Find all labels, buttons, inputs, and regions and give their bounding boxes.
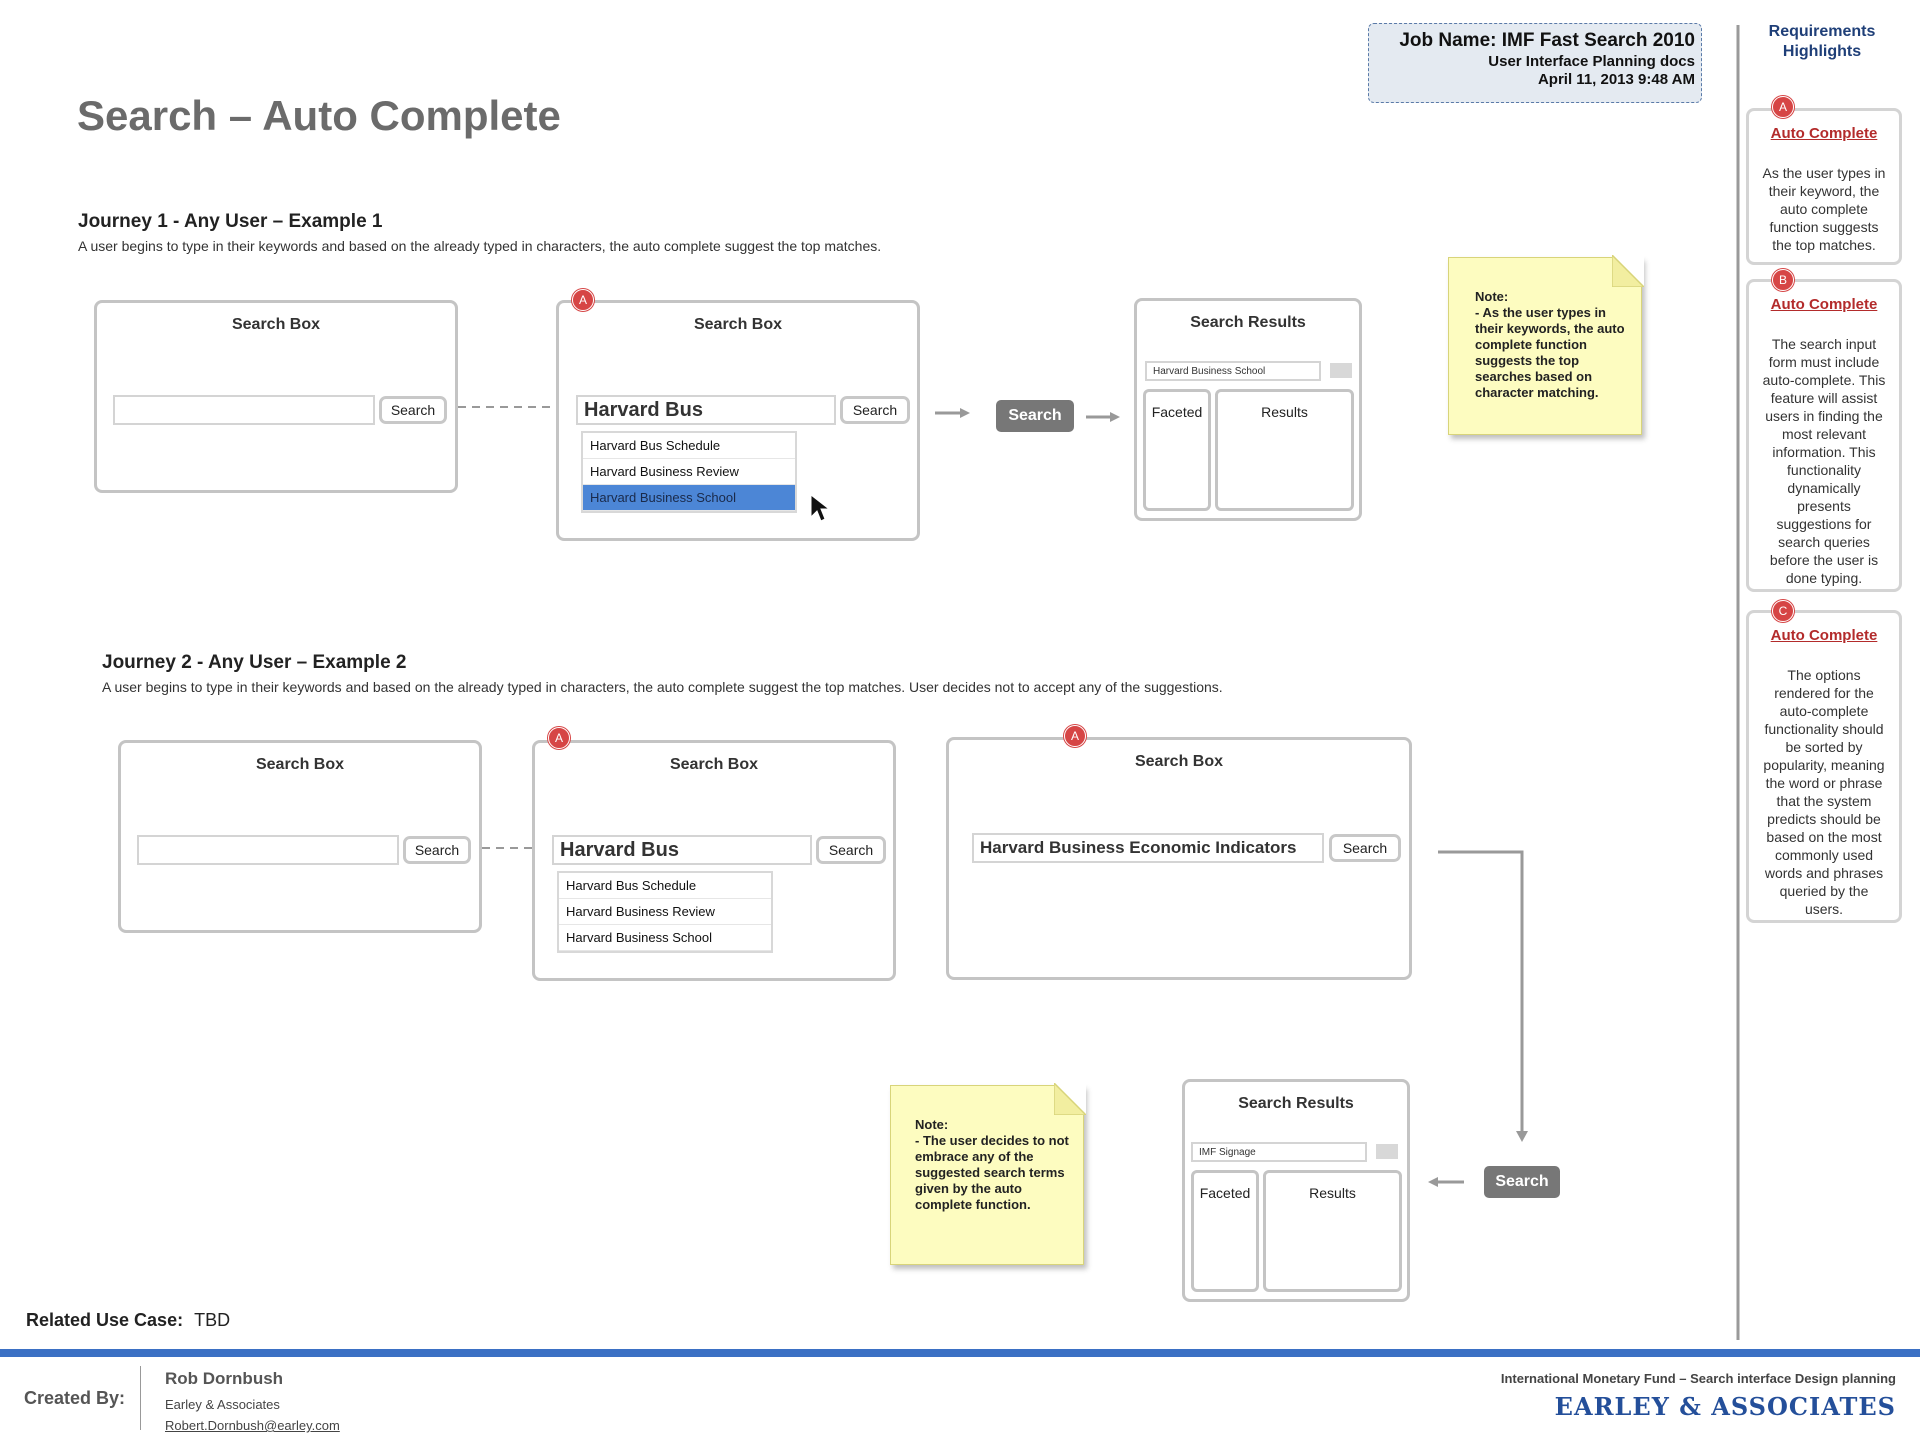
- journey2-description: A user begins to type in their keywords …: [102, 679, 1223, 695]
- created-by-label: Created By:: [24, 1388, 126, 1408]
- search-button[interactable]: Search: [379, 396, 447, 424]
- search-action-button[interactable]: Search: [1484, 1166, 1560, 1198]
- related-use-case-value: TBD: [194, 1310, 231, 1330]
- requirement-title[interactable]: Auto Complete: [1770, 627, 1878, 644]
- requirement-card-a: Auto Complete As the user types in their…: [1746, 108, 1902, 265]
- sticky-note: Note: - The user decides to not embrace …: [890, 1085, 1084, 1265]
- search-results-frame: Search Results Harvard Business School F…: [1134, 298, 1362, 521]
- footer-accent-bar: [0, 1349, 1920, 1357]
- suggestion-item[interactable]: Harvard Business Review: [583, 459, 795, 485]
- requirement-card-b: Auto Complete The search input form must…: [1746, 279, 1902, 592]
- search-button[interactable]: Search: [816, 836, 886, 864]
- faceted-panel: Faceted: [1143, 389, 1211, 511]
- project-name: International Monetary Fund – Search int…: [1500, 1371, 1896, 1386]
- search-input[interactable]: [113, 395, 375, 425]
- badge-c: C: [1772, 600, 1794, 622]
- footer-separator: [140, 1366, 141, 1430]
- requirement-body: The search input form must include auto-…: [1762, 336, 1886, 586]
- page-title: Search – Auto Complete: [77, 92, 561, 139]
- search-results-frame: Search Results IMF Signage Faceted Resul…: [1182, 1079, 1410, 1302]
- job-subtitle: User Interface Planning docs: [1488, 53, 1695, 70]
- job-name: Job Name: IMF Fast Search 2010: [1399, 30, 1695, 51]
- mouse-cursor-icon: [810, 493, 831, 522]
- note-fold-icon: [1054, 1083, 1086, 1115]
- requirement-title[interactable]: Auto Complete: [1770, 125, 1878, 142]
- elbow-connector: [1438, 850, 1524, 1135]
- related-use-case-label: Related Use Case:: [26, 1310, 184, 1330]
- arrow-head: [1428, 1177, 1438, 1187]
- company-logo: EARLEY & ASSOCIATES: [1554, 1392, 1896, 1421]
- badge-a: A: [1772, 96, 1794, 118]
- frame-title: Search Box: [1134, 753, 1224, 770]
- frame-title: Search Box: [255, 756, 345, 773]
- requirement-title[interactable]: Auto Complete: [1770, 296, 1878, 313]
- author-company: Earley & Associates: [165, 1397, 280, 1412]
- results-query-field[interactable]: Harvard Business School: [1145, 361, 1321, 381]
- search-input[interactable]: Harvard Business Economic Indicators: [972, 833, 1324, 863]
- autocomplete-dropdown: Harvard Bus Schedule Harvard Business Re…: [581, 431, 797, 513]
- arrow-head: [960, 408, 970, 418]
- job-date: April 11, 2013 9:48 AM: [1537, 71, 1695, 88]
- requirement-card-c: Auto Complete The options rendered for t…: [1746, 610, 1902, 923]
- requirement-body: As the user types in their keyword, the …: [1762, 165, 1886, 253]
- journey1-title: Journey 1 - Any User – Example 1: [78, 211, 383, 232]
- autocomplete-dropdown: Harvard Bus Schedule Harvard Business Re…: [557, 871, 773, 953]
- journey1-description: A user begins to type in their keywords …: [78, 238, 882, 254]
- search-button[interactable]: Search: [1329, 834, 1401, 862]
- arrow-head: [1516, 1131, 1528, 1142]
- results-label: Results: [1261, 404, 1308, 420]
- results-label: Results: [1309, 1185, 1356, 1201]
- badge-a: A: [1064, 725, 1086, 747]
- search-input[interactable]: [137, 835, 399, 865]
- faceted-label: Faceted: [1151, 404, 1203, 420]
- results-panel: Results: [1263, 1170, 1402, 1292]
- frame-title: Search Box: [669, 756, 759, 773]
- related-use-case: Related Use Case: TBD: [26, 1310, 230, 1331]
- go-square-icon[interactable]: [1330, 363, 1352, 378]
- suggestion-item[interactable]: Harvard Bus Schedule: [583, 433, 795, 459]
- badge-b: B: [1772, 269, 1794, 291]
- results-query-field[interactable]: IMF Signage: [1191, 1142, 1367, 1162]
- suggestion-item[interactable]: Harvard Business Review: [559, 899, 771, 925]
- suggestion-item[interactable]: Harvard Business School: [559, 925, 771, 951]
- results-panel: Results: [1215, 389, 1354, 511]
- search-input[interactable]: Harvard Bus: [576, 395, 836, 425]
- frame-title: Search Results: [1238, 1095, 1354, 1112]
- note-fold-icon: [1612, 255, 1644, 287]
- author-name: Rob Dornbush: [165, 1369, 284, 1388]
- frame-title: Search Results: [1190, 314, 1306, 331]
- faceted-label: Faceted: [1199, 1185, 1251, 1201]
- search-button[interactable]: Search: [403, 836, 471, 864]
- search-box-frame: Search Box Search: [94, 300, 458, 493]
- author-email[interactable]: Robert.Dornbush@earley.com: [165, 1418, 340, 1433]
- requirement-body: The options rendered for the auto-comple…: [1763, 667, 1885, 917]
- frame-title: Search Box: [693, 316, 783, 333]
- suggestion-item-selected[interactable]: Harvard Business School: [583, 485, 795, 511]
- search-box-frame-autocomplete: Search Box Harvard Bus Search Harvard Bu…: [532, 740, 896, 981]
- search-box-frame-autocomplete: Search Box Harvard Bus Search Harvard Bu…: [556, 300, 920, 541]
- badge-a: A: [548, 727, 570, 749]
- journey2-title: Journey 2 - Any User – Example 2: [102, 652, 407, 673]
- suggestion-item[interactable]: Harvard Bus Schedule: [559, 873, 771, 899]
- go-square-icon[interactable]: [1376, 1144, 1398, 1159]
- search-input[interactable]: Harvard Bus: [552, 835, 812, 865]
- search-box-frame: Search Box Search: [118, 740, 482, 933]
- arrow-head: [1110, 412, 1120, 422]
- job-info-box: Job Name: IMF Fast Search 2010 User Inte…: [1368, 23, 1702, 103]
- search-box-frame-typed: Search Box Harvard Business Economic Ind…: [946, 737, 1412, 980]
- search-button[interactable]: Search: [840, 396, 910, 424]
- faceted-panel: Faceted: [1191, 1170, 1259, 1292]
- search-action-button[interactable]: Search: [996, 400, 1074, 432]
- badge-a: A: [572, 289, 594, 311]
- requirements-heading: Requirements Highlights: [1768, 23, 1876, 60]
- sticky-note: Note: - As the user types in their keywo…: [1448, 257, 1642, 435]
- frame-title: Search Box: [231, 316, 321, 333]
